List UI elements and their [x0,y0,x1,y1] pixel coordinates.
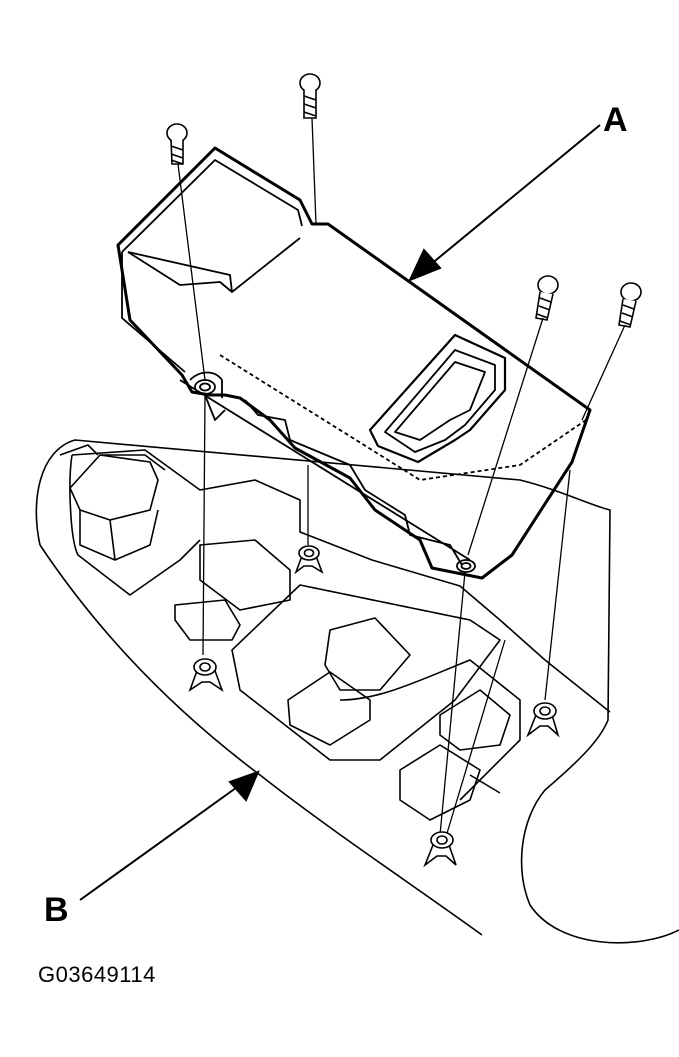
alignment-lines [178,118,625,840]
clip-4-icon [425,832,456,865]
callout-label-a: A [603,101,628,139]
screw-1-icon [300,74,320,118]
screw-2-icon [167,124,187,164]
panel-clips [190,546,558,865]
arrow-a-icon [410,125,600,280]
screw-3-icon [536,276,558,320]
screws [167,74,641,327]
callout-arrows [80,125,600,900]
screw-4-icon [619,283,641,327]
figure-code: G03649114 [38,962,156,987]
clip-1-icon [190,659,222,690]
clip-2-icon [296,546,322,572]
armrest-panel-b [36,440,679,943]
arrow-b-icon [80,772,258,900]
clip-3-icon [528,703,558,735]
callout-label-b: B [44,891,69,929]
switch-module-a [118,148,590,578]
